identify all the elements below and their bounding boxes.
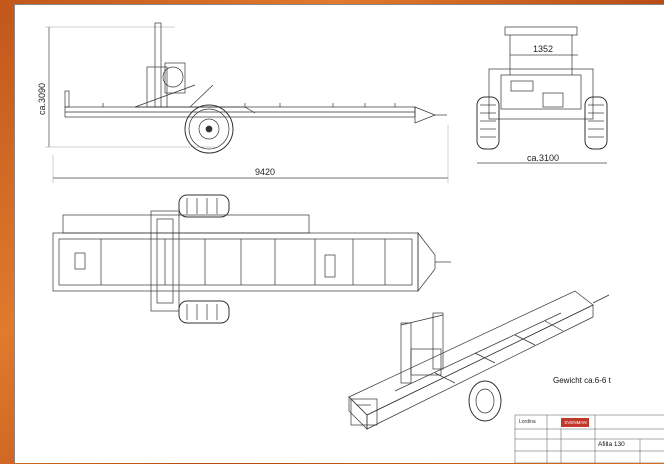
isometric-view — [348, 290, 610, 430]
drawing-sheet: ca.3090 9420 1352 — [14, 4, 664, 463]
dim-top-width-label: 1352 — [533, 44, 553, 54]
title-block-name-label: Lordina — [519, 419, 536, 425]
company-logo — [561, 418, 589, 427]
title-block — [514, 414, 664, 463]
dim-length-label: 9420 — [255, 167, 275, 177]
technical-drawing: ca.3090 9420 1352 — [37, 22, 664, 463]
side-view: ca.3090 9420 — [37, 22, 449, 183]
title-block-title: Afilla 130 — [598, 441, 625, 448]
weight-note: Gewicht ca.6-6 t — [553, 376, 612, 385]
front-view: 1352 ca.3100 — [476, 26, 608, 164]
dim-width-label: ca.3100 — [527, 153, 559, 163]
title-block-logo-text: SVENMAN — [564, 420, 587, 425]
top-view — [52, 194, 451, 324]
dim-height-label: ca.3090 — [37, 83, 47, 115]
